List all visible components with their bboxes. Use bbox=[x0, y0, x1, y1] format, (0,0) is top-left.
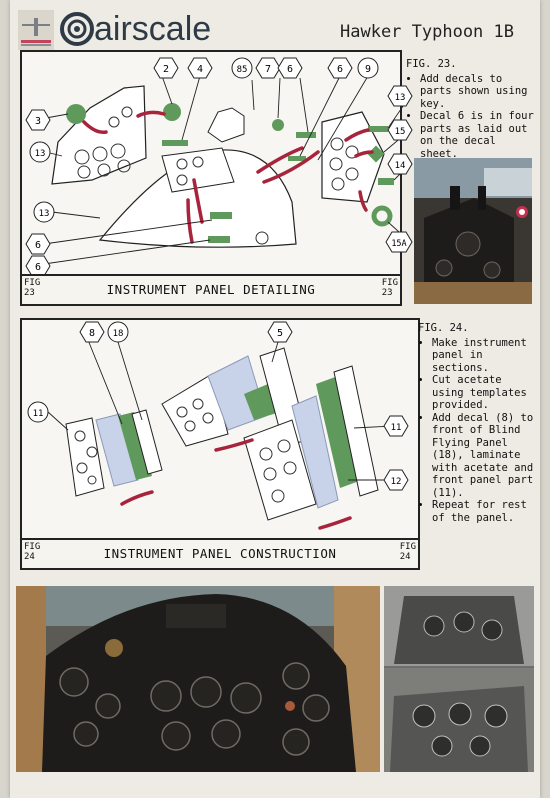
callout-8: 8 bbox=[79, 321, 105, 343]
callout-5: 5 bbox=[267, 321, 293, 343]
figure-24-note: Make instrument panel in sections. bbox=[432, 337, 538, 375]
figure-24-notes-heading: FIG. 24. bbox=[418, 322, 469, 334]
cockpit-reference-photo-3 bbox=[384, 586, 534, 772]
callout-18: 18 bbox=[107, 321, 129, 343]
figure-24-note: Add decal (8) to front of Blind Flying P… bbox=[432, 412, 538, 500]
callout-4: 4 bbox=[187, 57, 213, 79]
callout-2: 2 bbox=[153, 57, 179, 79]
typhoon-logo-icon bbox=[18, 10, 54, 50]
callout-85: 85 bbox=[231, 57, 253, 79]
callout-7: 7 bbox=[255, 57, 281, 79]
figure-23-notes: FIG. 23. Add decals to parts shown using… bbox=[406, 58, 536, 160]
figure-24-note: Cut acetate using templates provided. bbox=[432, 374, 538, 412]
callout-14-right: 15 bbox=[387, 119, 413, 141]
figure-23-title: INSTRUMENT PANEL DETAILING bbox=[106, 282, 316, 297]
callout-6c: 6 bbox=[25, 233, 51, 255]
callout-11-left: 11 bbox=[27, 401, 49, 423]
callout-9: 9 bbox=[357, 57, 379, 79]
figure-23-note: Decal 6 is in four parts as laid out on … bbox=[420, 110, 536, 160]
svg-text:6: 6 bbox=[35, 240, 41, 251]
brand-wordmark: airscale bbox=[60, 10, 211, 49]
svg-text:2: 2 bbox=[163, 64, 169, 75]
figure-24-title: INSTRUMENT PANEL CONSTRUCTION bbox=[103, 546, 337, 561]
callout-15a: 15A bbox=[385, 231, 413, 253]
callout-13-right: 13 bbox=[387, 85, 413, 107]
figure-24-note: Repeat for rest of the panel. bbox=[432, 499, 538, 524]
callout-15: 14 bbox=[387, 153, 413, 175]
callout-6d: 6 bbox=[25, 255, 51, 277]
svg-text:8: 8 bbox=[89, 328, 95, 339]
figure-23-note: Add decals to parts shown using key. bbox=[420, 73, 536, 111]
callout-6b: 6 bbox=[327, 57, 353, 79]
document-title: Hawker Typhoon 1B bbox=[340, 22, 514, 42]
svg-text:13: 13 bbox=[39, 209, 50, 219]
callout-6a: 6 bbox=[277, 57, 303, 79]
svg-text:6: 6 bbox=[35, 262, 41, 273]
svg-text:6: 6 bbox=[287, 64, 293, 75]
svg-text:11: 11 bbox=[391, 423, 402, 433]
figure-24-drawing: 8 18 5 11 11 12 bbox=[27, 321, 409, 530]
figure-23-drawing bbox=[43, 75, 411, 265]
svg-text:5: 5 bbox=[277, 328, 283, 339]
svg-text:4: 4 bbox=[197, 64, 203, 75]
figure-24-notes: FIG. 24. Make instrument panel in sectio… bbox=[418, 322, 538, 524]
svg-text:7: 7 bbox=[265, 64, 271, 75]
callout-12: 12 bbox=[383, 469, 409, 491]
callout-13-left: 13 bbox=[29, 141, 51, 163]
svg-text:15A: 15A bbox=[391, 239, 406, 249]
brand-name: airscale bbox=[94, 10, 212, 48]
svg-text:13: 13 bbox=[395, 93, 406, 103]
svg-text:13: 13 bbox=[35, 149, 46, 159]
callout-11-right: 11 bbox=[383, 415, 409, 437]
svg-text:3: 3 bbox=[35, 116, 41, 127]
cockpit-reference-photo-2 bbox=[16, 586, 380, 772]
callout-14-left: 13 bbox=[33, 201, 55, 223]
svg-text:12: 12 bbox=[391, 477, 402, 487]
svg-text:85: 85 bbox=[237, 65, 248, 75]
cockpit-reference-photo-1 bbox=[414, 158, 532, 304]
figure-23-notes-heading: FIG. 23. bbox=[406, 58, 457, 70]
svg-text:6: 6 bbox=[337, 64, 343, 75]
svg-text:11: 11 bbox=[33, 409, 44, 419]
svg-text:9: 9 bbox=[365, 64, 371, 75]
figure-23-callouts: 2 4 85 7 6 6 9 3 13 13 14 15 13 6 6 15A bbox=[25, 57, 413, 277]
figure-23-panel: 2 4 85 7 6 6 9 3 13 13 14 15 13 6 6 15A … bbox=[20, 50, 413, 306]
svg-text:18: 18 bbox=[113, 329, 124, 339]
svg-text:14: 14 bbox=[395, 161, 406, 171]
instruction-sheet: airscale Hawker Typhoon 1B bbox=[10, 0, 540, 798]
svg-text:15: 15 bbox=[395, 127, 406, 137]
callout-3: 3 bbox=[25, 109, 51, 131]
